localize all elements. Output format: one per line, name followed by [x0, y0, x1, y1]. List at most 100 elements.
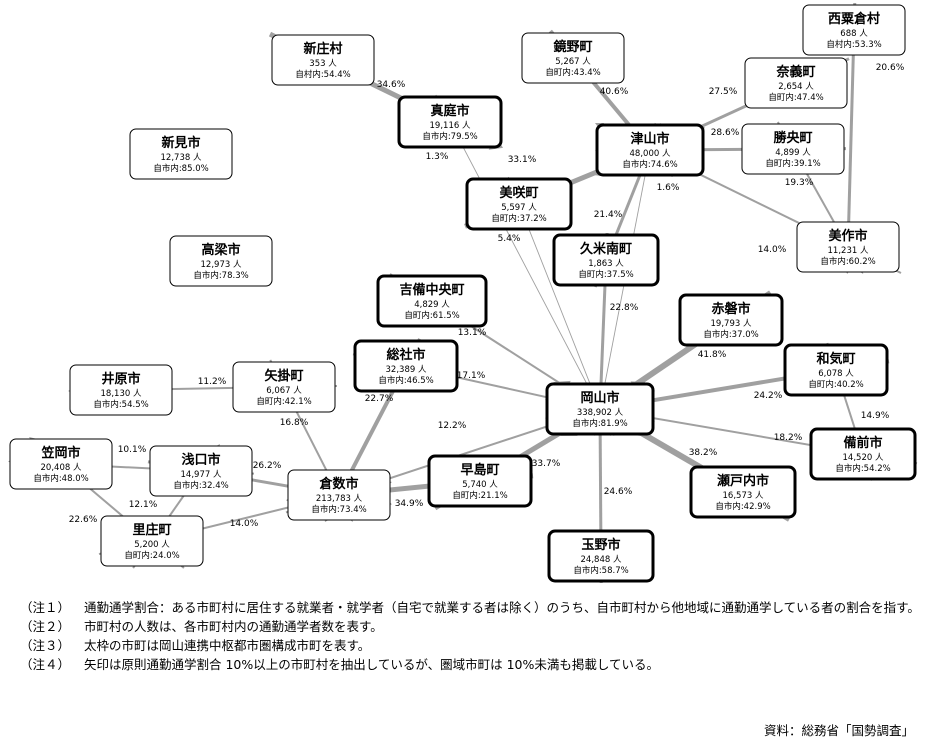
node-box-core-member — [376, 274, 488, 328]
commuter-count: 16,573 人 — [723, 491, 764, 501]
node-box-core-member — [678, 293, 784, 347]
commuter-count: 5,200 人 — [134, 540, 170, 550]
commuter-count: 213,783 人 — [316, 494, 363, 504]
flow-percentage-label: 26.2% — [253, 461, 282, 471]
commuter-count: 4,899 人 — [775, 148, 811, 158]
internal-commute-rate: 自市内:32.4% — [173, 480, 228, 491]
commuter-count: 19,793 人 — [711, 319, 752, 329]
municipality-name: 赤磐市 — [711, 301, 750, 317]
flow-percentage-label: 33.1% — [508, 155, 537, 165]
municipality-name: 玉野市 — [581, 537, 620, 553]
municipality-name: 美作市 — [828, 228, 867, 244]
commuter-count: 18,130 人 — [101, 389, 142, 399]
note-text: 通勤通学割合：ある市町村に居住する就業者・就学者（自宅で就業する者は除く）のうち… — [84, 600, 920, 615]
node-box-core-member — [809, 427, 917, 481]
internal-commute-rate: 自市内:81.9% — [572, 418, 627, 429]
node-box-core-member — [689, 465, 797, 519]
commuter-count: 4,829 人 — [414, 300, 450, 310]
flow-percentage-label: 22.6% — [69, 515, 98, 525]
flow-percentage-label: 22.8% — [610, 303, 639, 313]
node-box-core-member — [427, 454, 533, 508]
commuter-count: 6,067 人 — [266, 386, 302, 396]
municipality-name: 井原市 — [101, 371, 140, 387]
flow-percentage-label: 1.6% — [657, 183, 680, 193]
municipality-name: 新見市 — [161, 135, 200, 151]
node-box — [802, 4, 906, 56]
node-box — [129, 128, 233, 180]
arrow-shaft — [435, 94, 611, 430]
node-box — [744, 57, 848, 109]
commuter-count: 688 人 — [840, 29, 868, 39]
municipality-name: 奈義町 — [775, 64, 815, 80]
commuter-count: 5,597 人 — [501, 203, 537, 213]
internal-commute-rate: 自市内:42.9% — [715, 501, 770, 512]
flow-percentage-label: 17.1% — [457, 371, 486, 381]
commuter-count: 14,520 人 — [843, 453, 884, 463]
node-box — [100, 515, 204, 567]
municipality-name: 笠岡市 — [40, 445, 80, 461]
municipality-name: 吉備中央町 — [399, 282, 464, 298]
source-credit: 資料：総務省「国勢調査」 — [763, 723, 914, 738]
node-box — [796, 221, 900, 273]
note-3: （注３） 太枠の市町は岡山連携中枢都市圏構成市町を表す。 — [20, 636, 925, 655]
flow-percentage-label: 14.0% — [230, 519, 259, 529]
commuter-count: 6,078 人 — [818, 369, 854, 379]
municipality-name: 総社市 — [386, 347, 425, 363]
municipality-name: 岡山市 — [580, 390, 619, 406]
commuter-count: 48,000 人 — [630, 149, 671, 159]
commuting-flow-diagram: 34.6%1.3%40.6%27.5%20.6%28.6%19.3%14.0%3… — [8, 2, 918, 584]
flow-percentage-label: 14.0% — [758, 245, 787, 255]
flow-percentage-label: 28.6% — [711, 128, 740, 138]
municipality-name: 久米南町 — [580, 241, 632, 257]
internal-commute-rate: 自町内:39.1% — [765, 158, 820, 169]
flow-percentage-label: 14.9% — [861, 411, 890, 421]
notes-section: （注１） 通勤通学割合：ある市町村に居住する就業者・就学者（自宅で就業する者は除… — [20, 598, 925, 674]
municipality-name: 瀬戸内市 — [717, 473, 769, 489]
node-box — [232, 361, 336, 413]
internal-commute-rate: 自村内:54.4% — [295, 69, 350, 80]
municipality-name: 美咲町 — [499, 185, 538, 201]
node-box — [149, 445, 253, 497]
municipality-name: 新庄村 — [303, 41, 342, 57]
commuter-count: 353 人 — [309, 59, 337, 69]
internal-commute-rate: 自市内:48.0% — [33, 473, 88, 484]
flow-percentage-label: 12.1% — [129, 500, 158, 510]
municipality-name: 勝央町 — [773, 130, 812, 146]
flow-percentage-label: 18.2% — [774, 433, 803, 443]
internal-commute-rate: 自町内:24.0% — [124, 550, 179, 561]
municipality-name: 矢掛町 — [264, 368, 303, 384]
note-label: （注２） — [20, 619, 71, 634]
municipality-name: 倉数市 — [318, 476, 358, 492]
commuter-count: 20,408 人 — [41, 463, 82, 473]
commuter-count: 338,902 人 — [577, 408, 624, 418]
node-box — [521, 32, 625, 84]
flow-percentage-label: 13.1% — [458, 328, 487, 338]
internal-commute-rate: 自町内:42.1% — [256, 396, 311, 407]
commuter-count: 5,267 人 — [555, 57, 591, 67]
internal-commute-rate: 自町内:61.5% — [404, 310, 459, 321]
note-text: 矢印は原則通勤通学割合 10%以上の市町村を抽出しているが、圏域市町は 10%未… — [84, 657, 660, 672]
internal-commute-rate: 自市内:73.4% — [311, 504, 366, 515]
note-1: （注１） 通勤通学割合：ある市町村に居住する就業者・就学者（自宅で就業する者は除… — [20, 598, 925, 617]
node-box-core-member — [552, 233, 660, 287]
internal-commute-rate: 自市内:54.2% — [835, 463, 890, 474]
note-label: （注３） — [20, 638, 71, 653]
municipality-name: 備前市 — [843, 435, 882, 451]
